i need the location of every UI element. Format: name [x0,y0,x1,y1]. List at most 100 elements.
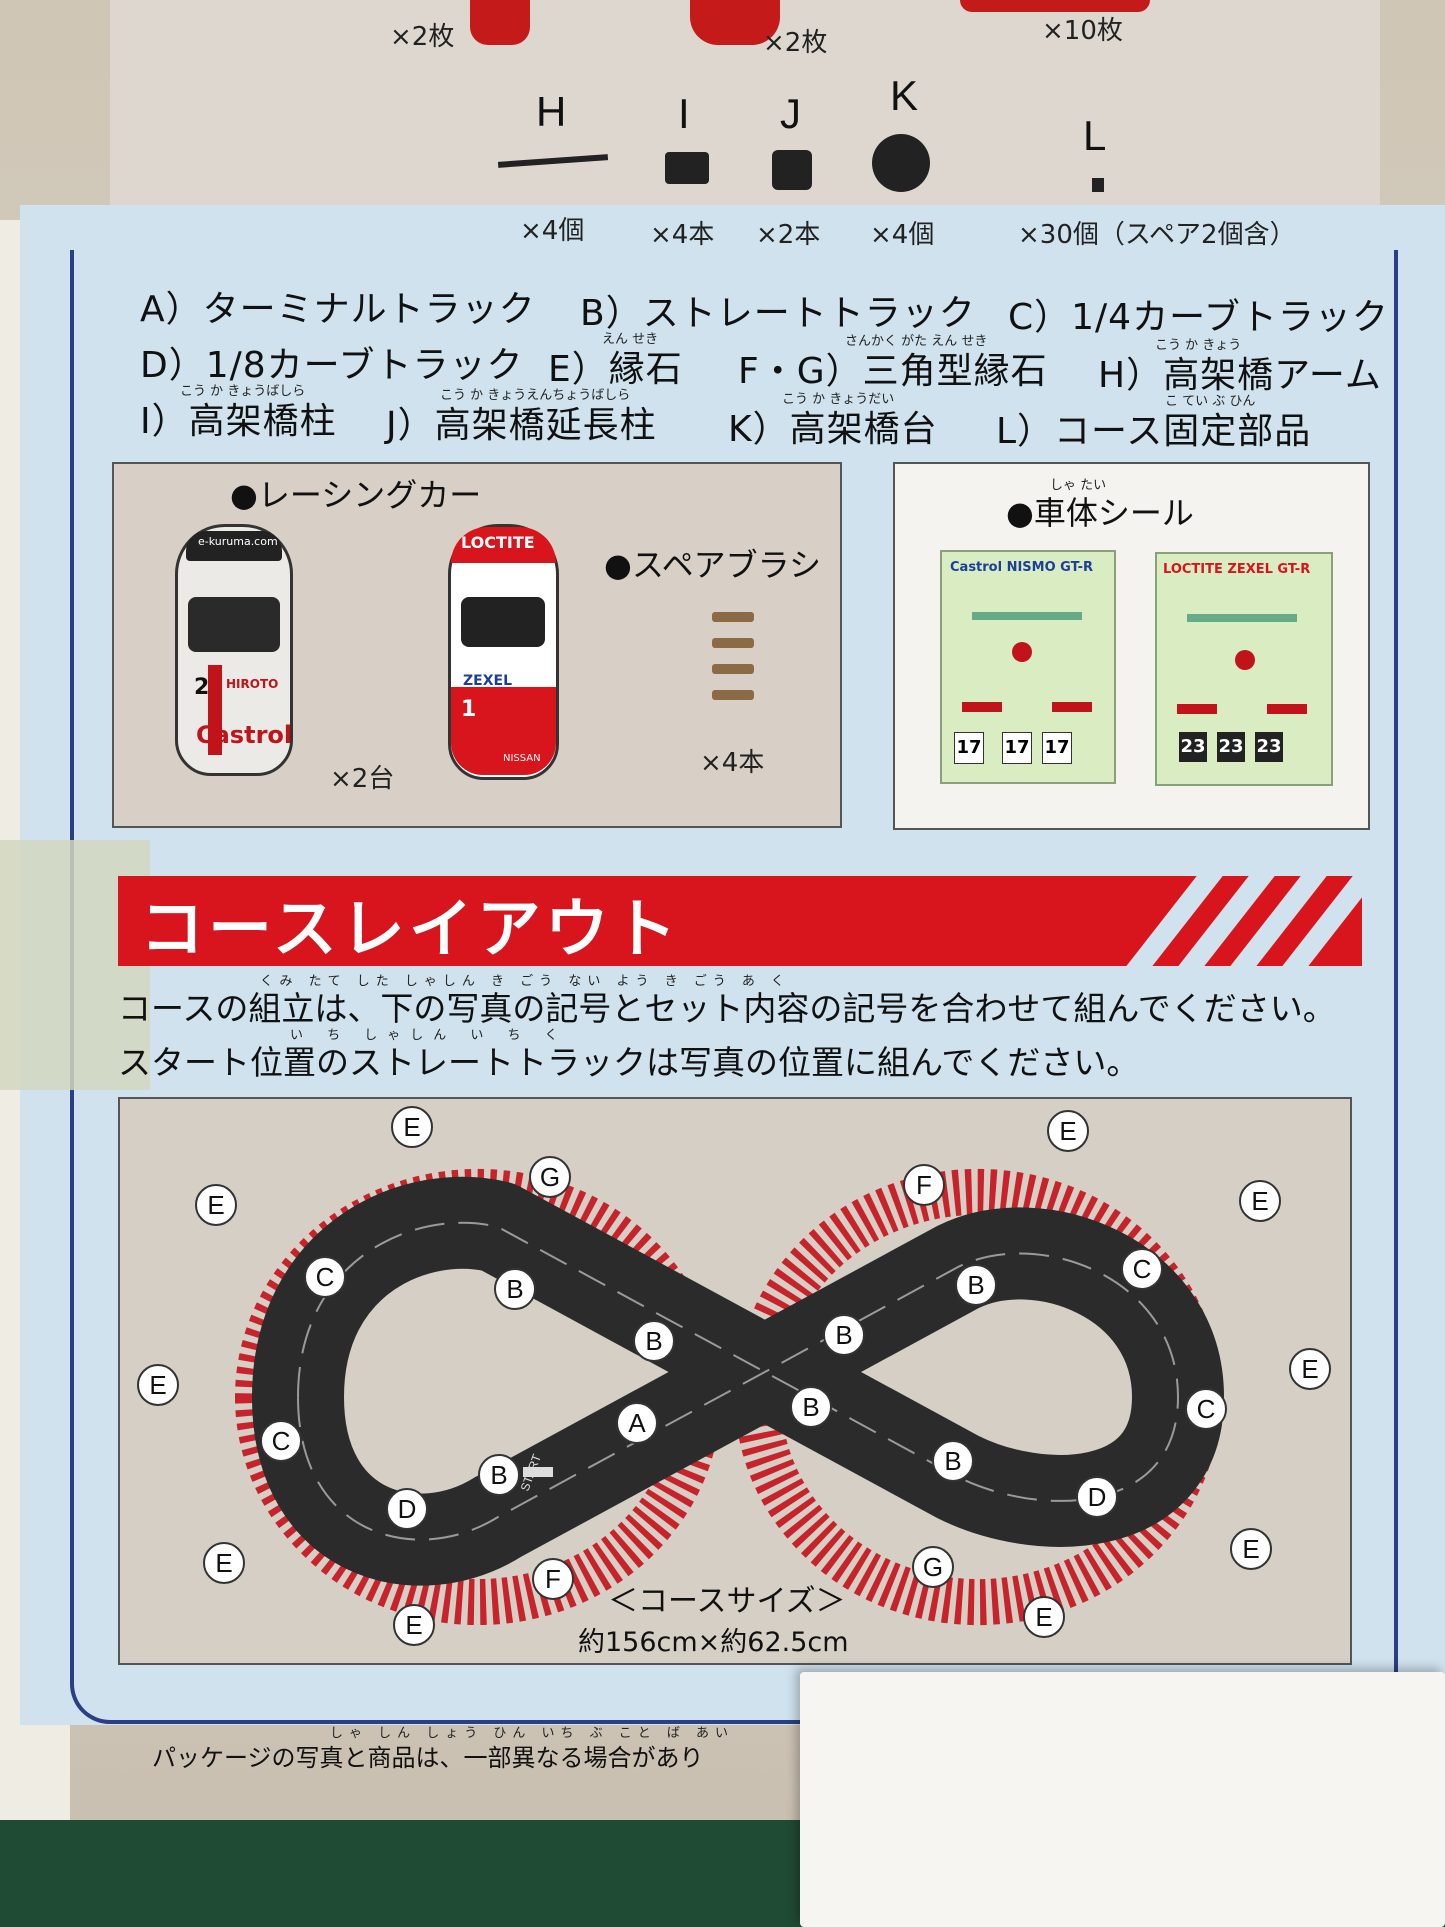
car2-maker: NISSAN [503,753,541,764]
car2-brand: LOCTITE [461,533,535,552]
racing-car-title: ●レーシングカー [230,476,482,514]
loctite-car: LOCTITE ZEXEL 1 NISSAN [448,524,559,780]
tag-b: B [478,1454,520,1496]
spare-brush-title: ●スペアブラシ [604,546,822,584]
tag-c: C [304,1256,346,1298]
sheet1-number-1: 17 [954,732,984,764]
tag-e: E [203,1542,245,1584]
legend-ruby-e: えん せき [602,332,659,347]
part-image-i [665,152,709,184]
part-letter-h: H [536,88,567,135]
tag-a: A [616,1402,658,1444]
part-letter-j: J [780,90,801,137]
car2-number: 1 [461,697,477,722]
tag-f: F [532,1558,574,1600]
quantity-j: ×2本 [756,220,821,250]
car2-sponsor: ZEXEL [463,673,512,689]
sheet1-number-2: 17 [1002,732,1032,764]
instruction-1-ruby: くみ たて した しゃしん き ごう ない よう き ごう あ く [260,974,790,989]
brush-2 [712,638,754,648]
tag-g: G [912,1546,954,1588]
part-image-g [690,0,780,45]
legend-item-k: K）高架橋台 [728,409,938,450]
tag-d: D [1076,1476,1118,1518]
quantity-h: ×4個 [520,216,585,246]
tag-b: B [955,1264,997,1306]
right-curb [735,1169,1222,1625]
tag-e: E [195,1184,237,1226]
quantity-f: ×2枚 [390,22,455,52]
part-image-j [772,150,812,190]
sheet1-title: Castrol NISMO GT-R [950,560,1093,575]
car-quantity: ×2台 [330,764,395,794]
part-letter-i: I [678,90,690,137]
car1-driver: HIROTO [226,677,279,691]
tag-e: E [1289,1348,1331,1390]
legend-item-d: D）1/8カーブトラック [140,345,524,386]
instruction-line-1: コースの組立は、下の写真の記号とセット内容の記号を合わせて組んでください。 [118,989,1336,1028]
quantity-l: ×30個（スペア2個含） [1018,220,1296,250]
legend-item-i: I）高架橋柱 [140,401,337,442]
legend-item-c: C）1/4カーブトラック [1008,297,1389,338]
start-line [523,1467,553,1477]
brush-4 [712,690,754,700]
quantity-k: ×4個 [870,220,935,250]
quantity-e: ×10枚 [1042,16,1123,46]
tag-b: B [790,1386,832,1428]
brush-quantity: ×4本 [700,748,765,778]
tag-e: E [1023,1596,1065,1638]
legend-item-l: L）コース固定部品 [996,411,1312,452]
footer-ruby: しゃ しん しょう ひん いち ぶ こと ば あい [330,1726,735,1741]
part-image-k [872,134,930,192]
part-letter-l: L [1083,112,1107,159]
tag-e: E [391,1106,433,1148]
tag-f: F [903,1164,945,1206]
sticker-sheet-loctite: LOCTITE ZEXEL GT-R 23 23 23 [1155,552,1333,786]
tag-b: B [932,1440,974,1482]
tag-e: E [1230,1528,1272,1570]
tag-b: B [823,1314,865,1356]
quantity-i: ×4本 [650,220,715,250]
part-letter-k: K [890,72,919,119]
part-image-e [960,0,1150,12]
legend-ruby-fg: さんかく がた えん せき [845,334,988,349]
legend-item-h: H）高架橋アーム [1098,355,1382,396]
brush-1 [712,612,754,622]
tag-d: D [386,1488,428,1530]
instruction-2-ruby: い ち しゃしん い ち く [290,1028,568,1043]
tag-e: E [137,1364,179,1406]
tag-g: G [529,1156,571,1198]
sticker-sheet-castrol: Castrol NISMO GT-R 17 17 17 [940,550,1116,784]
legend-item-b: B）ストレートトラック [580,293,976,334]
instruction-line-2: スタート位置のストレートトラックは写真の位置に組んでください。 [118,1043,1140,1082]
track-lane-lines [296,1221,1180,1541]
legend-ruby-h: こう か きょう [1155,338,1242,353]
sheet2-number-1: 23 [1179,732,1207,762]
tag-c: C [1185,1388,1227,1430]
legend-ruby-l: こ てい ぶ ひん [1165,394,1256,409]
figure-eight-track: START [235,1169,1224,1625]
sticker-ruby: しゃ たい [1050,478,1107,493]
legend-ruby-k: こう か きょうだい [782,392,895,407]
package-note: パッケージの写真と商品は、一部異なる場合があり [152,1744,704,1772]
quantity-g: ×2枚 [763,28,828,58]
castrol-car: e-kuruma.com 2 HIROTO Castrol [175,524,293,776]
tag-c: C [260,1420,302,1462]
track-surface [252,1176,1224,1586]
white-card [800,1672,1445,1927]
legend-item-j: J）高架橋延長柱 [386,405,657,446]
legend-ruby-j: こう か きょうえんちょうばしら [440,388,631,403]
tag-e: E [1239,1180,1281,1222]
legend-ruby-i: こう か きょうばしら [180,384,306,399]
sticker-title: ●車体シール [1006,494,1194,532]
tag-b: B [494,1268,536,1310]
legend-item-a: A）ターミナルトラック [140,289,536,330]
tag-e: E [1047,1110,1089,1152]
sheet2-number-3: 23 [1255,732,1283,762]
brush-3 [712,664,754,674]
course-size-value: 約156cm×約62.5cm [578,1627,849,1658]
part-image-f [470,0,530,45]
tag-b: B [633,1320,675,1362]
tag-c: C [1121,1248,1163,1290]
part-image-l [1092,178,1104,192]
